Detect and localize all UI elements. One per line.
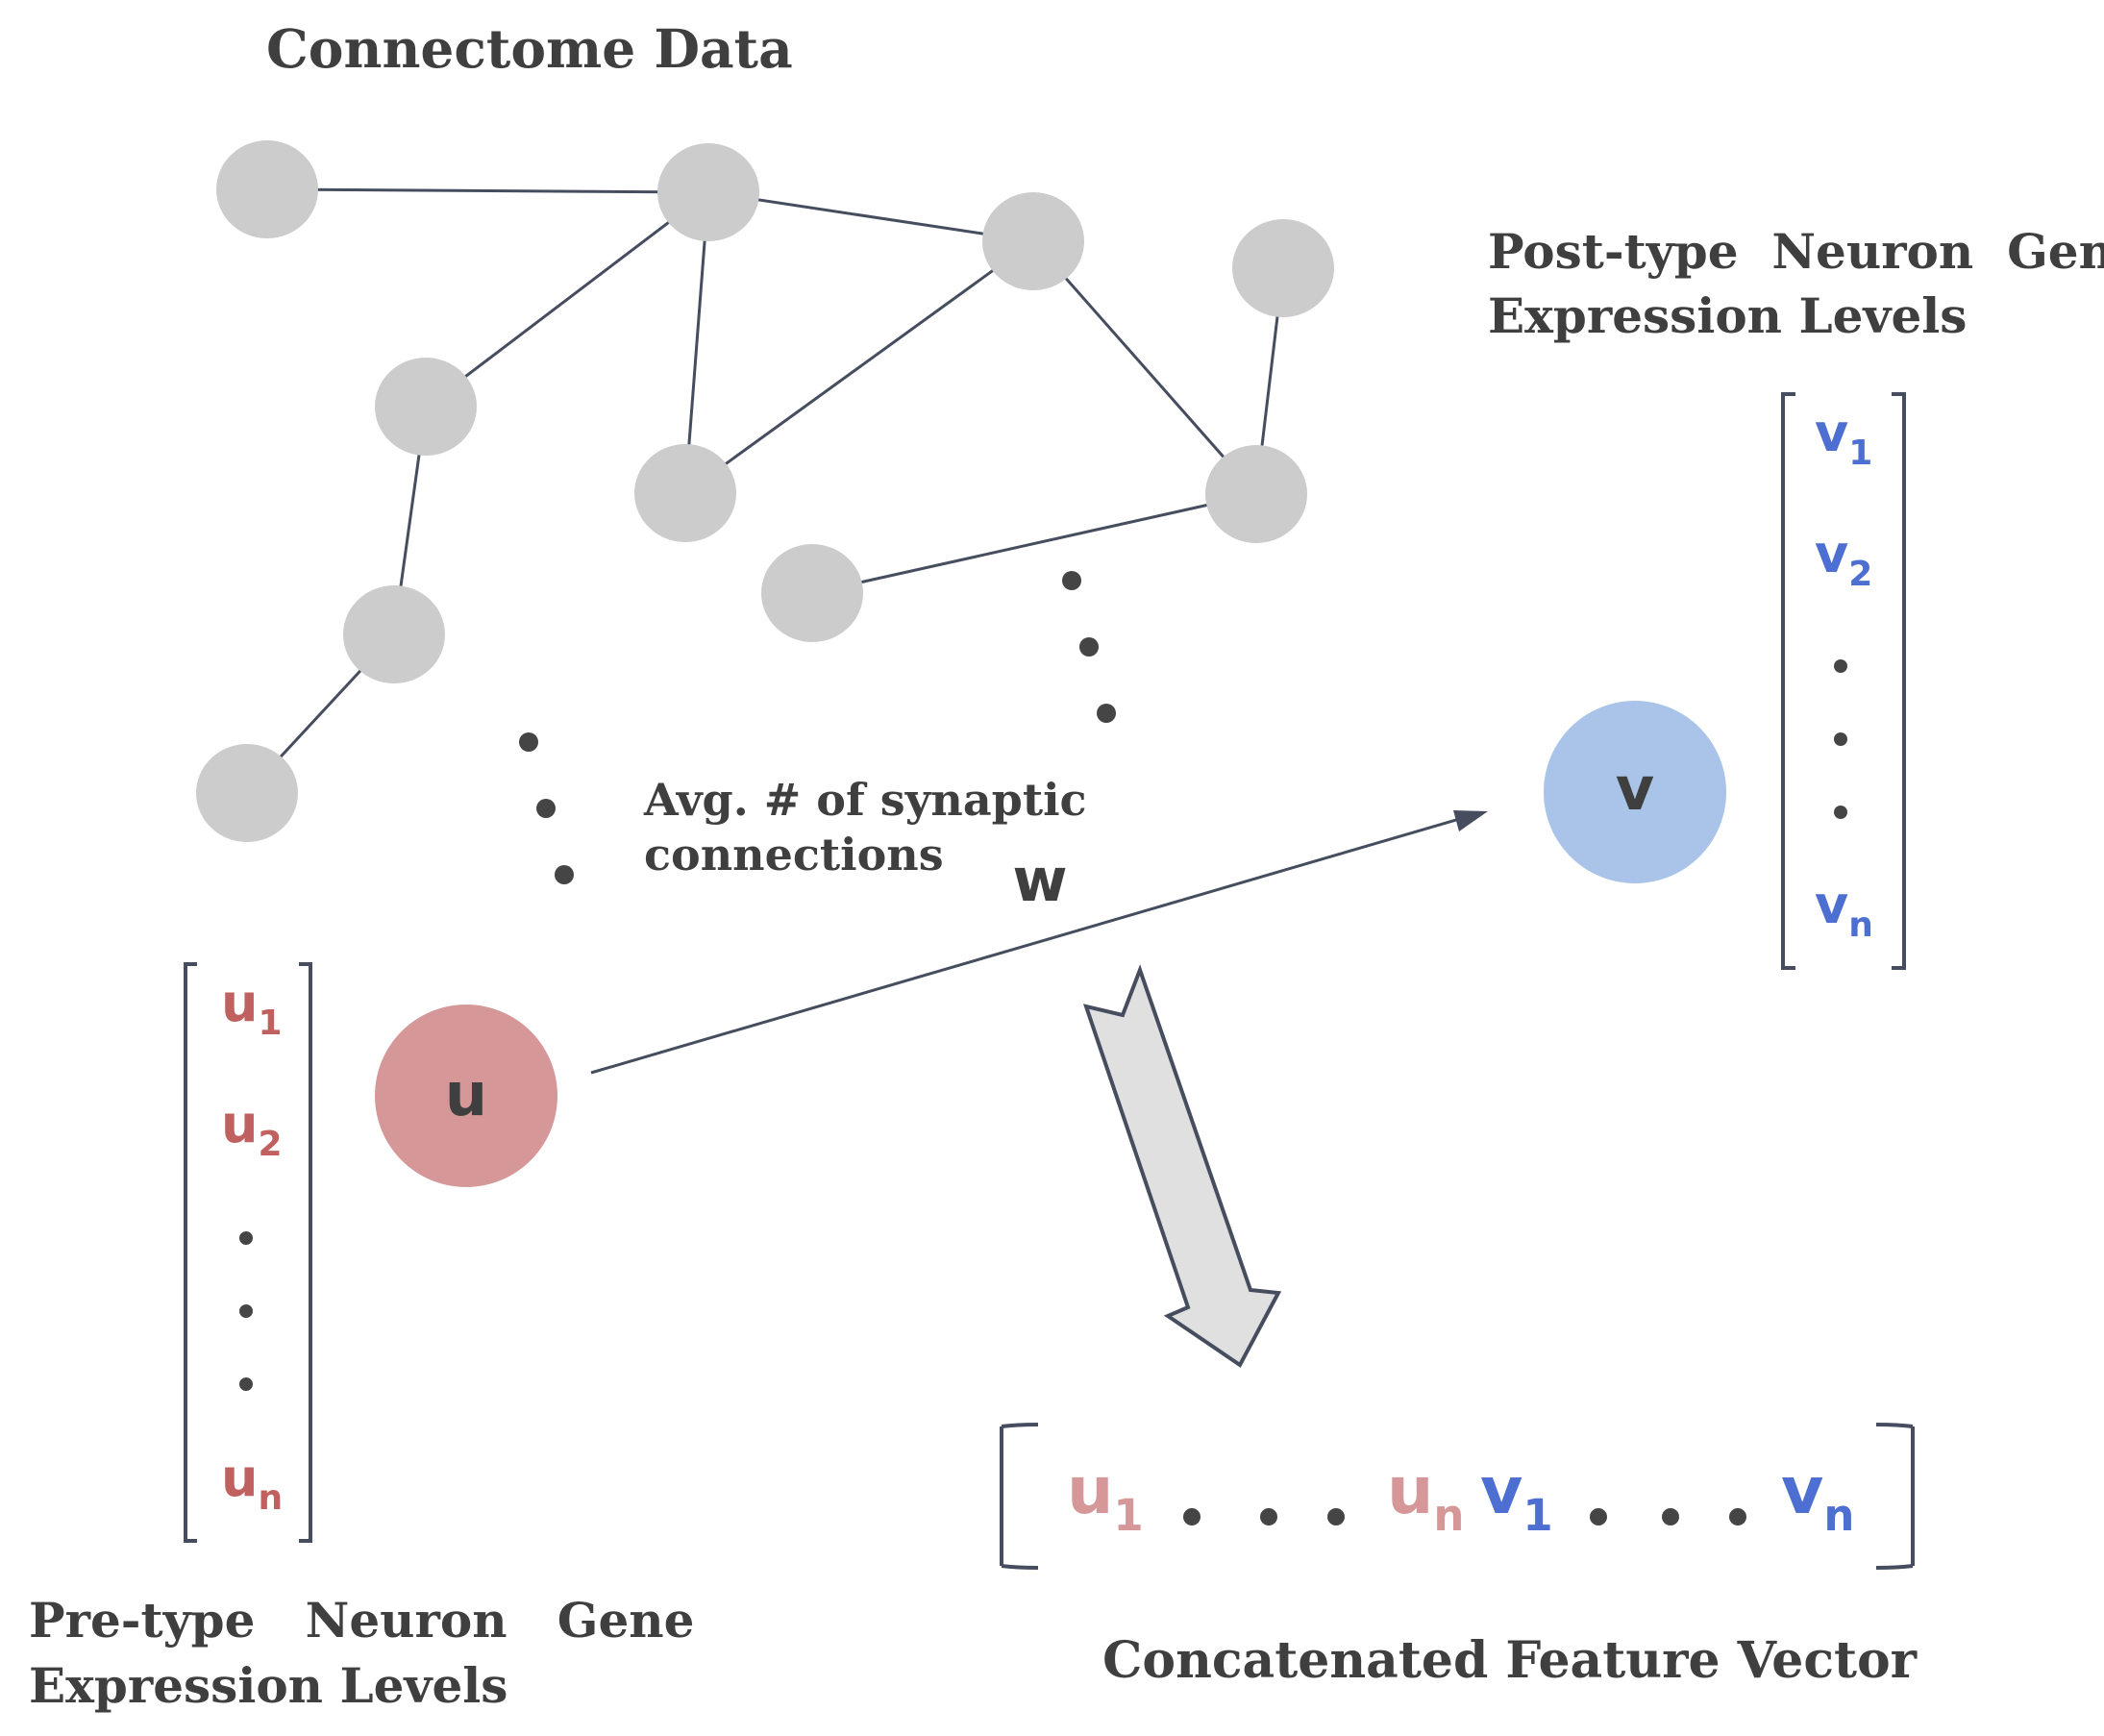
pre-type-title-line1: Pre-type Neuron Gene <box>29 1592 694 1649</box>
ellipsis-dot <box>1662 1508 1679 1525</box>
ellipsis-dot <box>1834 806 1847 819</box>
ellipsis-dot <box>1590 1508 1607 1525</box>
concat-vn: vn <box>1781 1453 1854 1541</box>
arrowhead <box>1453 810 1488 831</box>
graph-edge <box>1031 240 1258 495</box>
concat-title: Concatenated Feature Vector <box>1102 1631 1918 1690</box>
graph-node <box>196 744 298 842</box>
graph-edge <box>684 239 1034 495</box>
pre-vector-entry-1: u1 <box>221 973 283 1043</box>
u-node-label: u <box>445 1059 487 1129</box>
ellipsis-dot <box>536 799 556 818</box>
post-type-title-line2: Expression Levels <box>1488 287 1967 344</box>
ellipsis-dots <box>519 571 1116 884</box>
graph-node <box>375 358 477 456</box>
connectome-graph <box>196 140 1334 884</box>
concat-u1: u1 <box>1067 1453 1144 1541</box>
bracket-left <box>1000 1423 1039 1570</box>
graph-nodes <box>196 140 1334 842</box>
ellipsis-dot <box>239 1377 253 1391</box>
graph-edge <box>683 191 710 494</box>
pre-type-title-line2: Expression Levels <box>29 1657 507 1714</box>
post-vector: v1 v2 vn <box>1781 392 1906 970</box>
graph-edge <box>425 190 709 409</box>
graph-node <box>216 140 318 238</box>
u-to-v-edge <box>590 810 1488 1075</box>
bracket-right <box>1892 392 1906 970</box>
ellipsis-dot <box>1097 704 1116 723</box>
ellipsis-dot <box>1079 637 1099 657</box>
pre-vector: u1 u2 un <box>184 962 312 1543</box>
ellipsis-dot <box>1183 1508 1201 1525</box>
ellipsis-dot <box>1327 1508 1345 1525</box>
connectome-title: Connectome Data <box>266 17 793 80</box>
bracket-left <box>1781 392 1795 970</box>
avg-synaptic-label-line1: Avg. # of synaptic <box>643 774 1087 826</box>
v-node-label: v <box>1616 754 1654 824</box>
concat-un: un <box>1387 1453 1464 1541</box>
concat-v1: v1 <box>1480 1453 1553 1541</box>
graph-node <box>657 143 759 241</box>
ellipsis-dot <box>1834 732 1847 746</box>
edge-weight-label: w <box>1012 845 1067 915</box>
concat-vector: u1 un v1 vn <box>1000 1423 1915 1570</box>
graph-node <box>343 585 445 683</box>
u-node <box>375 1004 557 1187</box>
graph-node <box>982 192 1084 290</box>
graph-edge <box>707 190 1034 243</box>
v-node <box>1544 701 1726 883</box>
ellipsis-dot <box>1729 1508 1746 1525</box>
post-vector-entry-2: v2 <box>1815 524 1872 594</box>
post-type-title-line1: Post-type Neuron Gene <box>1488 223 2104 280</box>
graph-node <box>634 444 736 542</box>
post-vector-entry-n: vn <box>1815 875 1873 945</box>
ellipsis-dot <box>1260 1508 1277 1525</box>
ellipsis-dot <box>519 732 538 752</box>
pre-vector-entry-2: u2 <box>221 1094 283 1164</box>
avg-synaptic-label-line2: connections <box>644 829 944 880</box>
graph-edge <box>266 187 709 194</box>
graph-edge <box>811 492 1257 595</box>
bracket-left <box>184 962 197 1543</box>
bracket-right <box>1875 1423 1915 1570</box>
bracket-right <box>299 962 312 1543</box>
ellipsis-dot <box>1834 659 1847 673</box>
ellipsis-dot <box>239 1304 253 1318</box>
concatenate-arrow <box>1082 964 1282 1368</box>
graph-edges <box>245 187 1285 795</box>
post-vector-entry-1: v1 <box>1815 403 1872 473</box>
graph-node <box>761 544 863 642</box>
ellipsis-dot <box>239 1231 253 1245</box>
ellipsis-dot <box>1062 571 1081 590</box>
pre-vector-entry-n: un <box>221 1448 283 1518</box>
graph-node <box>1205 445 1307 543</box>
graph-node <box>1232 219 1334 317</box>
ellipsis-dot <box>555 865 574 884</box>
